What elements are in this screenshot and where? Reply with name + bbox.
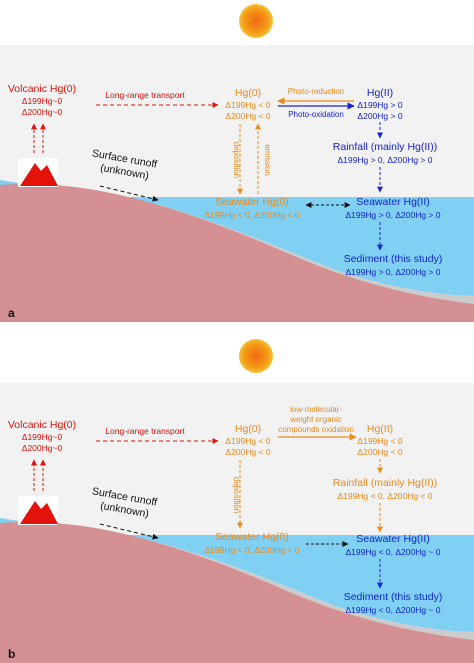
panel-b-label: b	[8, 647, 15, 661]
panel-a-hgII-d199: Δ199Hg > 0	[357, 100, 402, 110]
panel-a-seawater-hgII-delta: Δ199Hg > 0, Δ200Hg > 0	[345, 210, 440, 220]
panel-a-seawater-hg0-title: Seawater Hg(0)	[215, 196, 289, 208]
panel-b-runoff-arrow	[99, 523, 159, 540]
panel-b-oxidation-line3: compounds oxidation	[278, 425, 354, 434]
panel-a-sky	[0, 45, 474, 197]
panel-b-sun-icon	[239, 339, 273, 373]
panel-b-seawater-hg0-title: Seawater Hg(0)	[215, 531, 289, 543]
panel-a-rainfall-delta: Δ199Hg > 0, Δ200Hg > 0	[337, 155, 432, 165]
panel-b-transport-label: Long-range transport	[105, 426, 185, 436]
panel-b-hgII-d200: Δ200Hg < 0	[357, 447, 402, 457]
panel-b-rainfall-delta: Δ199Hg < 0, Δ200Hg < 0	[337, 491, 432, 501]
panel-a-sediment-title: Sediment (this study)	[344, 253, 443, 265]
panel-a-volcano-icon	[20, 163, 58, 186]
panel-a-land	[0, 184, 474, 322]
panel-a-sediment-delta: Δ199Hg > 0, Δ200Hg > 0	[345, 267, 440, 277]
panel-b: Volcanic Hg(0) Δ199Hg~0 Δ200Hg~0 Long-ra…	[0, 339, 474, 663]
panel-a-seawater-hgII-title: Seawater Hg(II)	[356, 196, 430, 208]
panel-a-photo-oxidation-label: Photo-oxidation	[288, 110, 344, 119]
panel-a-hg0-d200: Δ200Hg < 0	[225, 111, 270, 121]
panel-a-volcanic-d199: Δ199Hg~0	[22, 96, 63, 106]
panel-b-volcanic-title: Volcanic Hg(0)	[8, 419, 76, 431]
panel-b-ocean	[0, 518, 474, 632]
panel-b-oxidation-line2: weight organic	[289, 415, 342, 424]
panel-b-volcano-icon	[20, 501, 58, 524]
panel-b-seawater-hg0-delta: Δ199Hg < 0, Δ200Hg < 0	[204, 545, 299, 555]
panel-a-deposition-label: deposition	[232, 142, 241, 178]
panel-b-hgII-title: Hg(II)	[367, 423, 393, 435]
panel-a-photo-reduction-label: Photo-reduction	[288, 87, 344, 96]
panel-b-sky	[0, 383, 474, 535]
panel-a-rainfall-title: Rainfall (mainly Hg(II))	[333, 141, 437, 153]
panel-b-oxidation-line1: low-molecular-	[290, 405, 342, 414]
panel-b-sediment-title: Sediment (this study)	[344, 591, 443, 603]
panel-a: Volcanic Hg(0) Δ199Hg~0 Δ200Hg~0 Long-ra…	[0, 4, 474, 322]
panel-a-ocean	[0, 180, 474, 296]
panel-b-hg0-d200: Δ200Hg < 0	[225, 447, 270, 457]
panel-a-seawater-hg0-delta: Δ199Hg < 0, Δ200Hg < 0	[204, 210, 299, 220]
panel-a-emission-label: emission	[263, 144, 272, 176]
panel-a-hgII-title: Hg(II)	[367, 87, 393, 99]
panel-b-hg0-title: Hg(0)	[235, 423, 261, 435]
panel-b-volcanic-d200: Δ200Hg~0	[22, 443, 63, 453]
panel-b-seawater-hgII-title: Seawater Hg(II)	[356, 533, 430, 545]
panel-a-hg0-title: Hg(0)	[235, 87, 261, 99]
panel-a-label: a	[8, 306, 15, 320]
panel-a-transport-label: Long-range transport	[105, 90, 185, 100]
panel-a-runoff-arrow	[99, 185, 159, 202]
panel-b-rainfall-title: Rainfall (mainly Hg(II))	[333, 477, 437, 489]
panel-b-volcanic-d199: Δ199Hg~0	[22, 432, 63, 442]
panel-a-hg0-d199: Δ199Hg < 0	[225, 100, 270, 110]
panel-a-sun-icon	[239, 4, 273, 38]
panel-b-land	[0, 522, 474, 663]
panel-a-volcanic-title: Volcanic Hg(0)	[8, 83, 76, 95]
panel-b-deposition-label: deposition	[232, 477, 241, 513]
panel-b-seawater-hgII-delta: Δ199Hg < 0, Δ200Hg ~ 0	[345, 547, 440, 557]
panel-b-hgII-d199: Δ199Hg < 0	[357, 436, 402, 446]
panel-b-hg0-d199: Δ199Hg < 0	[225, 436, 270, 446]
panel-b-sediment-delta: Δ199Hg < 0, Δ200Hg ~ 0	[345, 605, 440, 615]
panel-b-sediment-layer	[158, 543, 474, 640]
panel-a-hgII-d200: Δ200Hg > 0	[357, 111, 402, 121]
panel-a-volcanic-d200: Δ200Hg~0	[22, 107, 63, 117]
